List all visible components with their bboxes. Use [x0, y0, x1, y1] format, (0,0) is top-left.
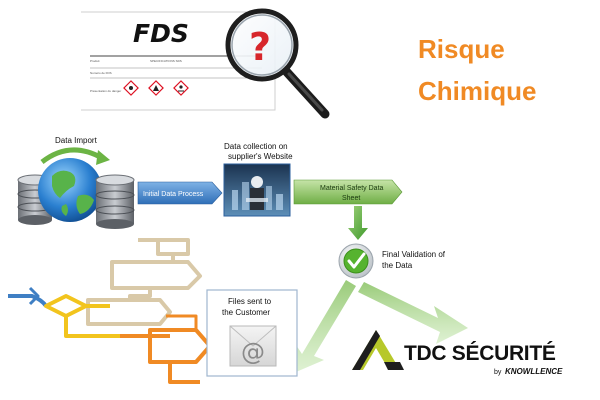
brand-name: TDC SÉCURITÉ	[404, 342, 556, 365]
label-msds-line-2: Sheet	[342, 195, 360, 202]
heading-line-2: Chimique	[418, 76, 536, 106]
flowchart-outline	[8, 238, 222, 384]
heading-line-1: Risque	[418, 34, 505, 64]
label-validation-line-2: the Data	[382, 261, 413, 270]
step-material-safety-data-sheet: Material Safety Data Sheet	[293, 179, 403, 205]
arrow-to-brand	[358, 282, 468, 344]
brand-by: by	[494, 369, 502, 376]
label-files-line-1: Files sent to	[228, 297, 272, 306]
arrow-to-files	[294, 280, 356, 372]
magnifier-icon	[225, 8, 330, 119]
files-sent-box: Files sent to the Customer @	[206, 289, 298, 377]
database-icon	[95, 174, 135, 229]
label-initial-data-process: Initial Data Process	[143, 191, 204, 198]
label-msds-line-1: Material Safety Data	[320, 185, 384, 192]
label-collection-line-1: Data collection on	[224, 142, 288, 151]
checkmark-icon	[338, 243, 374, 279]
supplier-website-image	[223, 163, 291, 217]
brand-partner: KNOWLLENCE	[505, 367, 563, 376]
email-at-icon: @	[241, 338, 265, 366]
step-initial-data-process: Initial Data Process	[137, 181, 223, 205]
fds-row-text: Numéro de FDS	[90, 71, 112, 75]
fds-title: FDS	[133, 19, 189, 48]
fds-footer-text: Présentation du danger	[90, 89, 121, 93]
import-arrowhead	[96, 150, 110, 165]
globe-icon	[38, 158, 102, 222]
question-mark-icon: ?	[249, 25, 271, 69]
fds-header-left: Produit	[90, 59, 100, 63]
triangle-logo-icon	[352, 330, 404, 370]
label-files-line-2: the Customer	[222, 308, 270, 317]
fds-header-right: SPECIFICATIONS SDS	[150, 59, 182, 63]
arrow-down-to-validation	[348, 206, 368, 240]
label-validation-line-1: Final Validation of	[382, 250, 446, 259]
import-curved-arrow	[40, 147, 104, 165]
label-collection-line-2: supplier's Website	[228, 152, 293, 161]
label-data-import: Data Import	[55, 136, 98, 145]
hazard-pictograms	[123, 80, 189, 96]
